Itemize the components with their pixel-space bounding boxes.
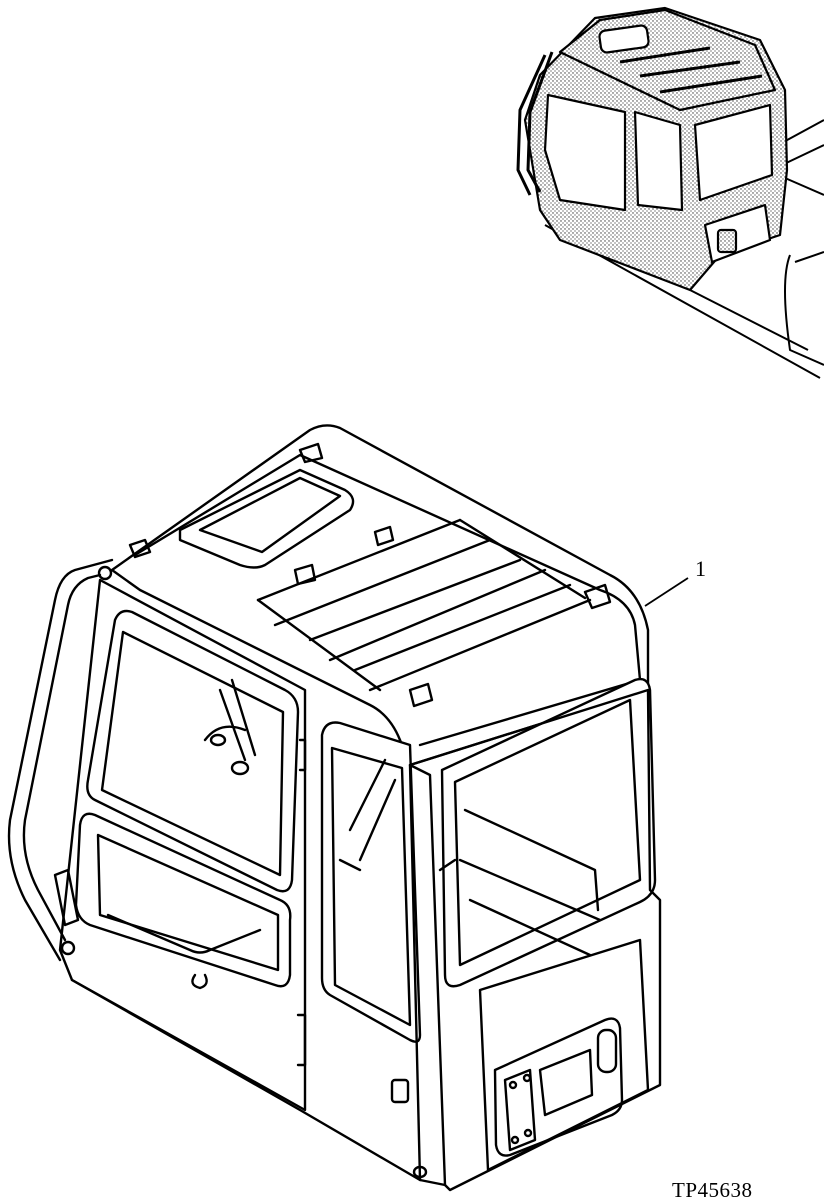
rear-pillar-visible [338,758,397,872]
roof-lug-5 [583,583,612,610]
cab-assembly [7,424,662,1192]
door-upper-window [86,609,300,893]
door-hinge-upper [298,738,307,772]
roof-lug-1 [128,538,152,559]
locator-front-window [693,103,774,202]
front-lower-frame [478,938,650,1172]
cover-bolt-4 [523,1128,533,1138]
door-handle [53,868,80,927]
roof-lug-3 [373,525,395,547]
interior-lever [203,678,257,762]
machine-rail-lines [777,119,824,263]
locator-cab-illustration [516,6,824,379]
locator-roof-hatch [598,24,650,54]
roof-rails [256,518,592,692]
callout-leader-line [644,577,689,607]
locator-door-window [543,93,627,212]
handrail-bolt-top [97,565,113,581]
roof-lug-2 [298,442,324,464]
floor-hook [191,973,208,990]
front-window [440,677,657,988]
front-cover-plate [503,1068,537,1152]
door-lower-window [74,812,292,988]
cab-roof-inner [133,453,642,747]
door-hinge-lower [296,1013,307,1067]
drawing-id: TP45638 [672,1178,753,1202]
front-access-slot [596,1028,618,1074]
roof-lug-4 [293,563,317,586]
interior-floor-line [106,913,262,954]
locator-handrail [516,51,554,196]
handrail-bolt-bottom [60,940,76,956]
locator-side-window [633,110,684,212]
cab-roof-outline [110,424,650,767]
roof-hatch [178,468,355,569]
lower-fastener [412,1165,428,1179]
left-handrail [7,558,114,962]
interior-knob [230,760,250,776]
side-emblem [390,1078,410,1104]
cab-door-outline [58,578,307,1112]
front-panel-recess [538,1048,594,1117]
front-access-panel [493,1017,624,1157]
cover-bolt-3 [510,1135,520,1145]
callout-label-1: 1 [695,556,706,581]
cab-right-side [408,688,662,1192]
front-corner-post [408,763,447,1187]
cover-bolt-2 [522,1073,532,1083]
cover-bolt-1 [508,1080,518,1090]
front-window-interior [438,808,602,957]
roof-lug-6 [408,682,434,708]
cab-lower-edge [70,978,422,1182]
